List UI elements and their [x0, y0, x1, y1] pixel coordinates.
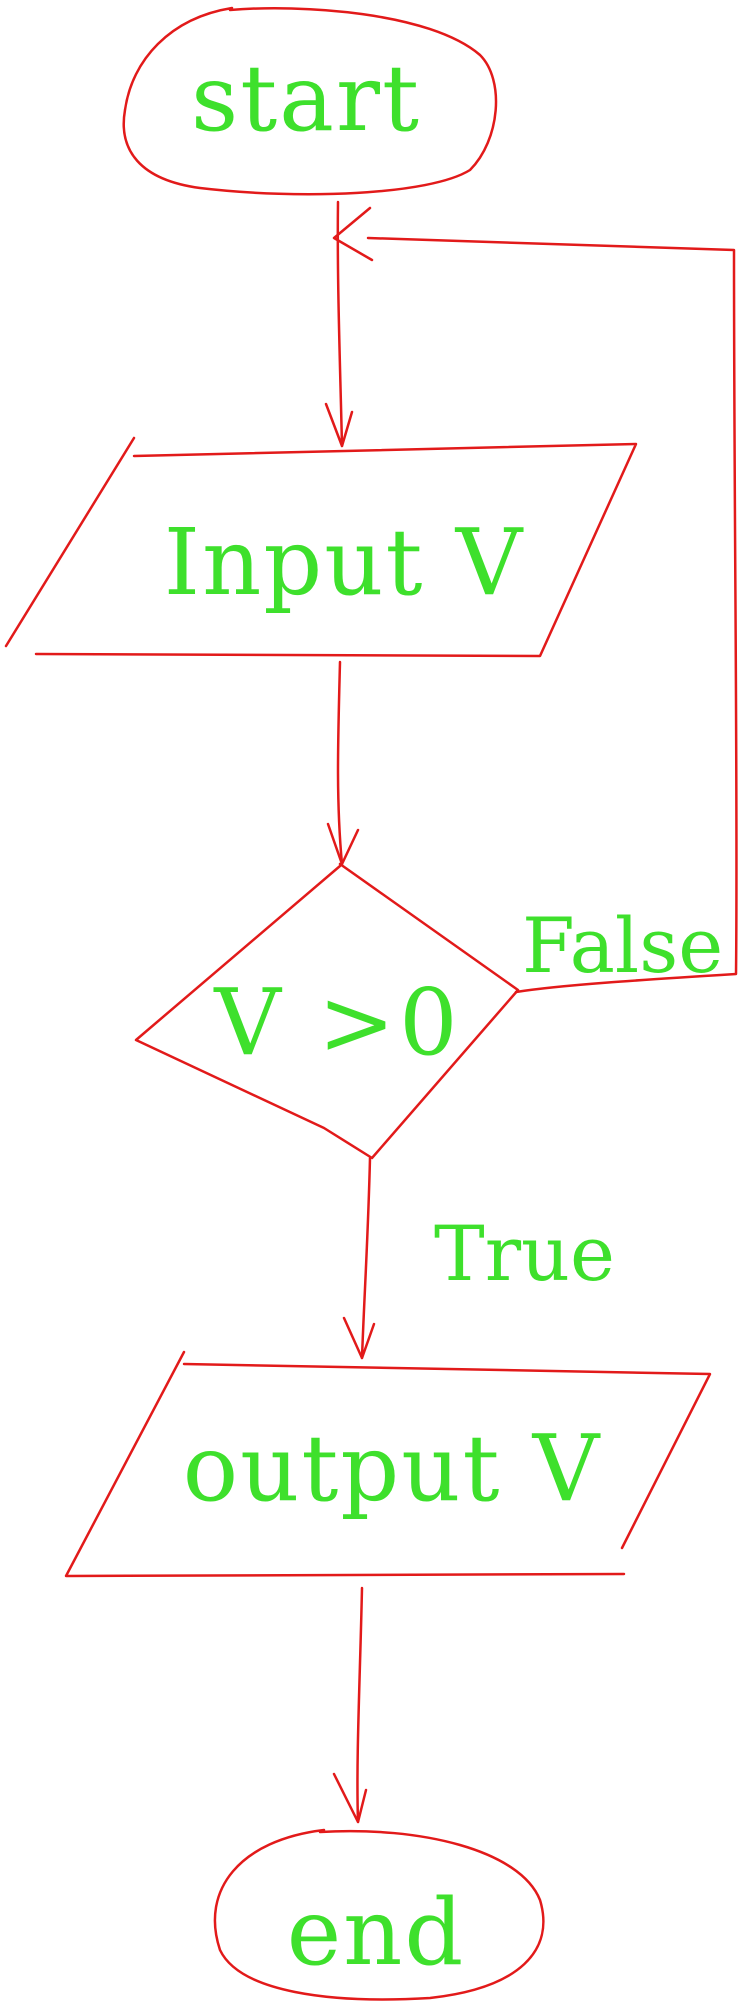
- arrow-start-to-input-line: [336, 200, 344, 448]
- end-node: end: [213, 1828, 545, 2001]
- start-label: start: [191, 45, 421, 152]
- loop-back-edge: [332, 206, 738, 994]
- input-parallelogram: [4, 436, 638, 658]
- input-label: Input V: [164, 509, 524, 616]
- arrow-decision-to-output-line: [360, 1156, 372, 1360]
- arrow-input-to-decision: [326, 660, 360, 866]
- output-label: output V: [183, 1415, 601, 1522]
- arrow-input-to-decision-line: [336, 660, 344, 866]
- loop-back-head: [332, 206, 374, 262]
- start-ellipse: [122, 6, 498, 196]
- start-node: start: [122, 6, 498, 196]
- arrow-output-to-end-line: [356, 1586, 364, 1824]
- end-label: end: [287, 1879, 466, 1986]
- input-node: Input V: [4, 436, 638, 658]
- decision-node: V >0: [134, 862, 520, 1160]
- output-node: output V: [64, 1350, 712, 1578]
- output-parallelogram: [64, 1350, 712, 1578]
- loop-back-line: [366, 236, 738, 994]
- arrow-output-to-end: [332, 1586, 368, 1824]
- decision-label: V >0: [213, 969, 461, 1076]
- arrow-decision-to-output: [342, 1156, 376, 1360]
- decision-diamond: [134, 862, 520, 1160]
- end-ellipse: [213, 1828, 545, 2001]
- arrow-decision-to-output-head: [342, 1316, 376, 1360]
- arrow-output-to-end-head: [332, 1772, 368, 1824]
- true-edge-label: True: [434, 1209, 615, 1298]
- arrow-start-to-input-head: [324, 402, 354, 448]
- arrow-start-to-input: [324, 200, 354, 448]
- arrow-input-to-decision-head: [326, 822, 360, 866]
- false-edge-label: False: [522, 901, 723, 990]
